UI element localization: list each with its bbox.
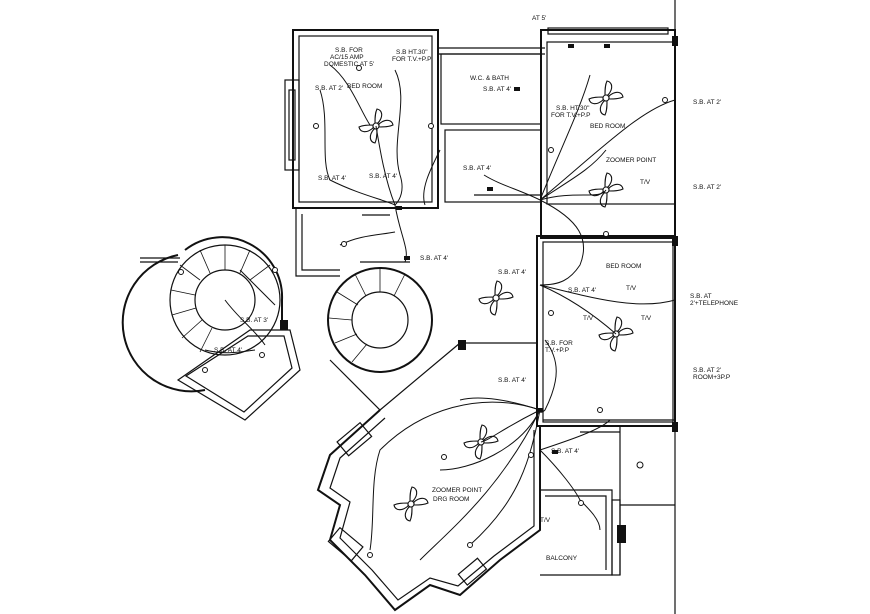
room-name: DRG ROOM [433,496,469,503]
sb-for-tv-label: S.B. FOR [545,340,573,347]
sb-label: S.B. AT 4' [568,287,596,294]
sb-label: S.B. AT 4' [420,255,448,262]
sb-label: ROOM+3P.P [693,374,730,381]
room-name: BED ROOM [590,123,625,130]
sb-for-tv-label: T.V.+P.P [545,347,569,354]
tv-label: T/V [540,517,551,524]
sb-at-2-label: S.B. AT 2' [315,85,343,92]
sb-ht30-label: S.B HT.30" [396,49,428,56]
light-points [178,44,668,558]
ceiling-fan-icon [393,486,429,522]
zoomer-point-label: ZOOMER POINT [432,487,482,494]
sb-label: S.B. AT 4' [498,377,526,384]
sb-ht30-label: FOR T.V.+P.P [392,56,431,63]
tv-label: T/V [640,179,651,186]
sb-telephone-label: S.B. AT [690,293,712,300]
sb-label: S.B. AT 4' [463,165,491,172]
drawing-room [316,409,541,612]
sb-label: S.B. AT 2' [693,367,721,374]
at-5-label: AT 5' [532,15,546,22]
sb-for-ac-label: S.B. FOR [335,47,363,54]
sb-label: S.B. AT 4' [318,175,346,182]
sb-label: S.B. AT 4' [214,347,242,354]
room-name: W.C. & BATH [470,75,509,82]
sb-label: S.B. AT 4' [369,173,397,180]
balcony [540,425,675,576]
sb-telephone-label: 2'+TELEPHONE [690,300,739,307]
wiring [204,64,676,561]
sb-for-ac-label: DOMESTIC AT 5' [324,61,374,68]
sb-label: S.B. AT 4' [551,448,579,455]
spiral-stair-center [327,267,466,411]
sb-label: S.B. AT 4' [498,269,526,276]
sb-ht30-label: S.B. HT.30" [556,105,590,112]
bedroom-1 [284,29,545,209]
sb-label: S.B. AT 3' [240,317,268,324]
sb-for-ac-label: AC/15 AMP [330,54,364,61]
spiral-stair-left [121,236,301,421]
sb-ht30-label: FOR T.V.+P.P [551,112,590,119]
tv-label: T/V [641,315,652,322]
sb-label: S.B. AT 2' [693,99,721,106]
ceiling-fan-icon [588,80,624,116]
hall [295,208,538,426]
annotations: S.B. FOR AC/15 AMP DOMESTIC AT 5' S.B HT… [214,15,739,562]
ceiling-fan-icon [478,280,514,316]
room-name: BED ROOM [347,83,382,90]
sb-label: S.B. AT 2' [693,184,721,191]
sb-label: S.B. AT 4' [483,86,511,93]
zoomer-point-label: ZOOMER POINT [606,157,656,164]
tv-label: T/V [583,315,594,322]
tv-label: T/V [626,285,637,292]
room-name: BALCONY [546,555,578,562]
room-name: BED ROOM [606,263,641,270]
